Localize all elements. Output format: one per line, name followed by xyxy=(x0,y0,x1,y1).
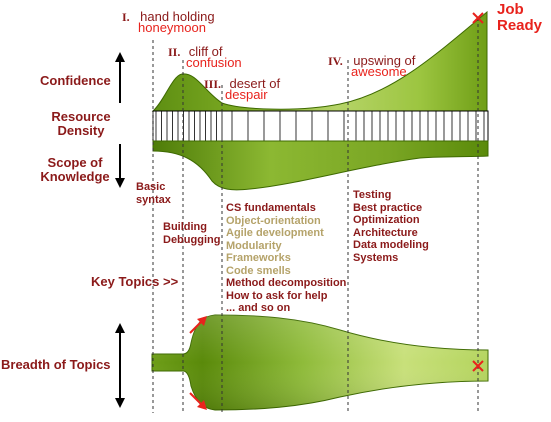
scope-of-knowledge-shape xyxy=(152,140,489,191)
resource-density-bar xyxy=(152,110,489,142)
key-topics-label: Key Topics >> xyxy=(91,274,179,289)
topic-item: Agile development xyxy=(226,227,324,239)
topic-item: Frameworks xyxy=(226,252,291,264)
phase-2-subtitle: confusion xyxy=(186,55,242,70)
topic-item: How to ask for help xyxy=(226,289,328,302)
basic-topics: Basic syntax xyxy=(136,181,171,206)
topic-item: Code smells xyxy=(226,264,291,277)
topic-item: Data modeling xyxy=(353,239,429,251)
red-arrow-icon xyxy=(189,316,207,334)
topic-item: syntax xyxy=(136,193,171,206)
job-ready-line-1: Job xyxy=(497,1,524,18)
scope-of-knowledge-label: Scope of Knowledge xyxy=(38,156,112,184)
phase-3-numeral: III. xyxy=(204,77,222,91)
topic-item: Optimization xyxy=(353,214,420,226)
building-topics: Building Debugging xyxy=(163,221,220,246)
job-ready-line-2: Ready xyxy=(497,17,543,34)
advanced-topics: Testing Best practice Optimization Archi… xyxy=(353,189,429,264)
phase-3-title: desert of xyxy=(229,76,281,91)
phase-4-title: upswing of xyxy=(353,53,416,68)
red-x-marker-icon xyxy=(472,12,484,24)
core-topics: CS fundamentals Object-orientation Agile… xyxy=(226,202,346,315)
topic-item: Modularity xyxy=(226,239,282,252)
confidence-curve xyxy=(151,10,488,112)
phase-1-numeral: I. xyxy=(122,10,130,24)
scope-of-knowledge-line-2: Knowledge xyxy=(40,169,110,184)
phase-3-subtitle: despair xyxy=(225,87,268,102)
topic-item: CS fundamentals xyxy=(226,202,316,214)
phase-4-label: IV. upswing of xyxy=(328,52,415,70)
resource-density-line-2: Density xyxy=(57,123,105,138)
topic-item: Systems xyxy=(353,251,399,264)
phase-4-numeral: IV. xyxy=(328,54,343,68)
topic-item: Object-orientation xyxy=(226,214,321,227)
up-down-arrow-icon xyxy=(115,323,125,408)
topic-item: Method decomposition xyxy=(226,277,347,289)
red-x-marker-icon xyxy=(472,360,484,372)
phase-4-subtitle: awesome xyxy=(351,64,407,79)
up-down-arrow-icon xyxy=(115,52,125,103)
phase-2-title: cliff of xyxy=(188,44,223,59)
phase-1-label: I. hand holding xyxy=(122,8,215,26)
confidence-label: Confidence xyxy=(40,73,111,88)
phase-2-label: II. cliff of xyxy=(168,43,223,61)
topic-item: Debugging xyxy=(163,233,221,246)
red-arrow-icon xyxy=(189,392,207,410)
resource-density-label: Resource Density xyxy=(46,110,116,138)
phase-1-title: hand holding xyxy=(140,9,215,24)
breadth-of-topics-shape xyxy=(151,314,489,411)
job-ready-label: Job Ready xyxy=(497,2,542,34)
topic-item: Basic xyxy=(136,181,166,193)
topic-item: ... and so on xyxy=(226,302,291,314)
resource-density-line-1: Resource xyxy=(51,109,111,124)
topic-item: Building xyxy=(163,221,207,233)
phase-3-label: III. desert of xyxy=(204,75,280,93)
topic-item: Best practice xyxy=(353,201,423,214)
phase-1-subtitle: honeymoon xyxy=(138,20,206,35)
breadth-of-topics-label: Breadth of Topics xyxy=(1,357,111,372)
phase-2-numeral: II. xyxy=(168,45,181,59)
topic-item: Testing xyxy=(353,189,392,201)
scope-of-knowledge-line-1: Scope of xyxy=(47,155,103,170)
topic-item: Architecture xyxy=(353,226,418,239)
up-down-arrow-icon xyxy=(115,144,125,188)
